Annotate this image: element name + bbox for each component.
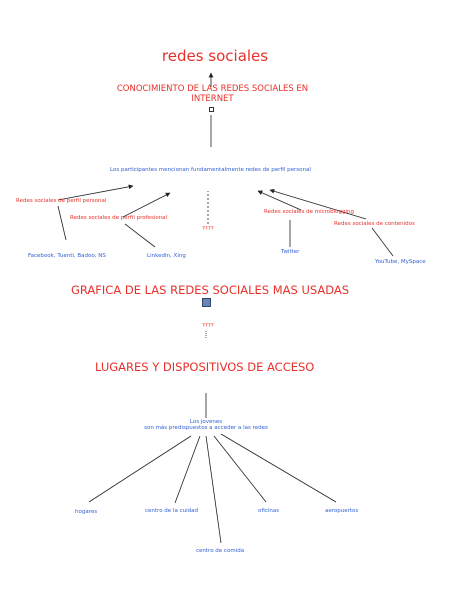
node-perfil-profesional: Redes sociales de perfil profesional: [70, 215, 168, 221]
node-aeropuertos: aeropuertos: [325, 508, 359, 514]
node-conocimiento-line2: INTERNET: [191, 93, 234, 104]
node-oficinas: oficinas: [258, 508, 280, 514]
link-contenidos: [269, 188, 367, 220]
image-icon[interactable]: [202, 298, 211, 307]
node-jovenes-line2: son más predispuestos a acceder a las re…: [144, 425, 268, 432]
expand-toggle-icon[interactable]: [209, 107, 214, 112]
link-oficinas: [213, 435, 267, 503]
node-perfil-personal: Redes sociales de perfil personal: [16, 198, 107, 204]
node-centro-ciudad: centro de la cuidad: [145, 508, 198, 514]
page-title: redes sociales: [161, 47, 269, 65]
section-grafica: GRAFICA DE LAS REDES SOCIALES MAS USADAS: [71, 283, 350, 297]
section-lugares: LUGARES Y DISPOSITIVOS DE ACCESO: [95, 360, 315, 374]
node-jovenes-line1: Los jovenes: [189, 419, 223, 425]
node-jovenes: Los jovenes son más predispuestos a acce…: [130, 419, 282, 432]
link-microblogging: [257, 190, 302, 211]
link-hogares: [88, 435, 192, 503]
link-centro-ciudad: [174, 435, 201, 504]
node-twitter: Twitter: [281, 249, 300, 255]
node-youtube: YouTube, MySpace: [375, 259, 426, 265]
link-linkedin: [124, 223, 156, 248]
node-unknown-grafica: ????: [202, 323, 214, 329]
node-microblogging: Redes sociales de microblogging: [264, 209, 355, 215]
node-unknown-mid: ????: [202, 226, 214, 232]
link-aeropuertos: [220, 433, 337, 503]
node-facebook: Facebook, Tuenti, Badoo, NS: [28, 253, 106, 259]
link-youtube: [371, 227, 394, 257]
link-personal: [57, 184, 134, 201]
node-contenidos: Redes sociales de contenidos: [334, 221, 415, 227]
node-centro-comida: centro de comida: [196, 548, 245, 554]
node-participantes: Los participantes mencionan fundamentalm…: [110, 167, 311, 173]
link-centro-comida: [205, 435, 222, 544]
node-conocimiento-line1: CONOCIMIENTO DE LAS REDES SOCIALES EN: [116, 84, 309, 94]
node-conocimiento: CONOCIMIENTO DE LAS REDES SOCIALES EN IN…: [110, 84, 315, 105]
link-profesional: [122, 192, 171, 218]
link-facebook: [57, 205, 67, 241]
node-hogares: hogares: [75, 509, 98, 515]
node-linkedin: LinkedIn, Xing: [147, 253, 186, 259]
